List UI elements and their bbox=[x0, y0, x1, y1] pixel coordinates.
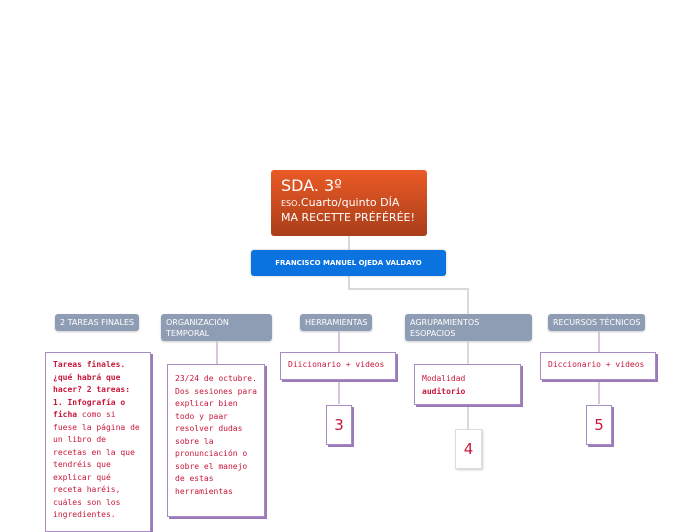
card-bold: auditorio bbox=[422, 386, 466, 396]
branch-recursos-tecnicos[interactable]: RECURSOS TÉCNICOS bbox=[548, 314, 646, 331]
branch-tareas-finales[interactable]: 2 TAREAS FINALES bbox=[55, 314, 140, 331]
root-title: SDA. 3º bbox=[281, 176, 342, 195]
card-bold: Tareas finales. ¿qué habrá que hacer? 2 … bbox=[53, 360, 131, 419]
card-recursos[interactable]: Diccionario + videos bbox=[540, 352, 656, 380]
root-line3: MA RECETTE PRÉFÉRÉE! bbox=[281, 211, 415, 224]
card-tareas-finales[interactable]: Tareas finales. ¿qué habrá que hacer? 2 … bbox=[45, 352, 151, 532]
card-text: como si fuese la página de un libro de r… bbox=[53, 410, 140, 519]
number-node-3[interactable]: 3 bbox=[326, 405, 352, 445]
author-node[interactable]: FRANCISCO MANUEL OJEDA VALDAYO bbox=[251, 250, 446, 276]
card-text: Modalidad bbox=[422, 374, 466, 383]
branch-agrupamientos[interactable]: AGRUPAMIENTOS ESOPACIOS bbox=[405, 314, 532, 341]
card-organizacion[interactable]: 23/24 de octubre. Dos sesiones para expl… bbox=[167, 364, 265, 517]
branch-herramientas[interactable]: HERRAMIENTAS bbox=[300, 314, 373, 331]
card-herramientas[interactable]: Diicionario + videos bbox=[280, 352, 396, 380]
branch-organizacion-temporal[interactable]: ORGANIZACIÓN TEMPORAL bbox=[161, 314, 272, 341]
root-node[interactable]: SDA. 3º ESO.Cuarto/quinto DÍA MA RECETTE… bbox=[271, 170, 427, 236]
number-node-4[interactable]: 4 bbox=[455, 429, 482, 469]
root-line2: .Cuarto/quinto DÍA bbox=[297, 196, 400, 209]
number-node-5[interactable]: 5 bbox=[586, 405, 612, 445]
root-eso: ESO bbox=[281, 199, 298, 208]
card-agrupamientos[interactable]: Modalidad auditorio bbox=[414, 364, 521, 405]
